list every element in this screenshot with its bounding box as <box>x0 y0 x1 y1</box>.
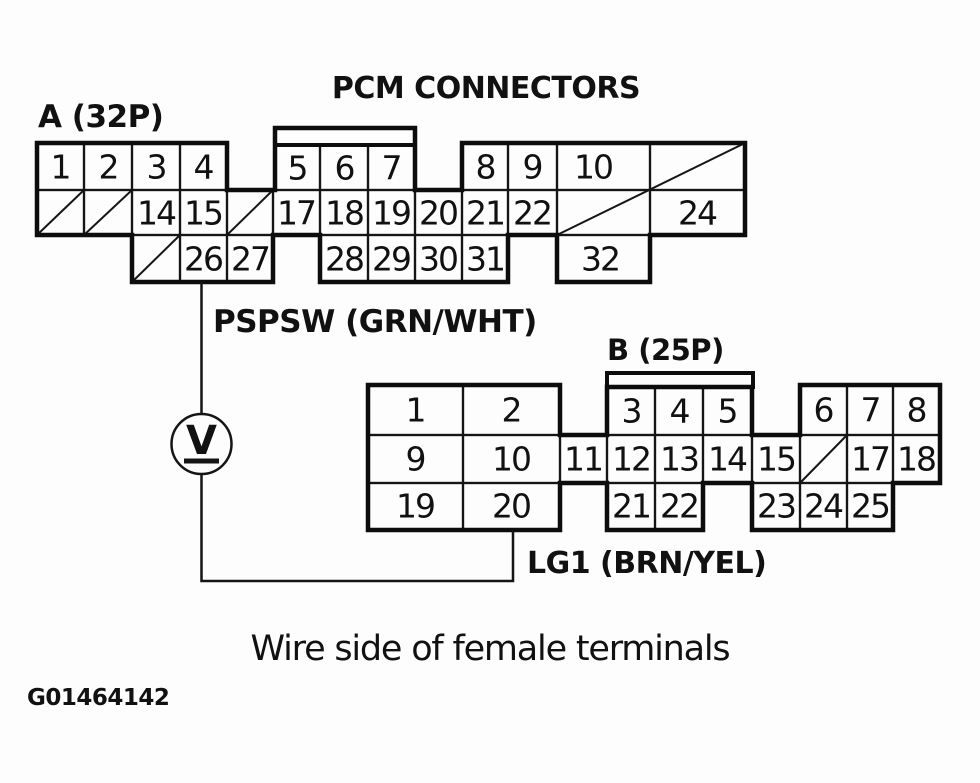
diagram-caption: Wire side of female terminals <box>251 629 730 669</box>
a-pin-20: 20 <box>419 194 457 233</box>
a-pin-3: 3 <box>147 148 166 187</box>
wire-label-pspsw: PSPSW (GRN/WHT) <box>213 304 537 340</box>
wire-meter-to-b20 <box>200 474 515 583</box>
a-pin-24: 24 <box>678 194 717 233</box>
b-pin-13: 13 <box>660 440 698 479</box>
connector-a: 1 2 3 4 5 6 7 8 9 10 14 15 17 18 19 20 2… <box>34 125 748 285</box>
a-pin-8: 8 <box>476 148 495 187</box>
b-blank-slash <box>799 434 848 484</box>
wire-label-lg1: LG1 (BRN/YEL) <box>527 546 766 581</box>
a-pin-30: 30 <box>419 240 457 279</box>
b-pin-7: 7 <box>861 391 880 430</box>
a-pin-19: 19 <box>372 194 410 233</box>
a-pin-29: 29 <box>372 240 410 279</box>
a-pin-7: 7 <box>382 149 401 188</box>
a-pin-6: 6 <box>335 149 354 188</box>
b-pin-20: 20 <box>492 487 530 526</box>
a-pin-32: 32 <box>581 240 619 279</box>
a-blank-slash <box>131 234 181 283</box>
a-blank-slash <box>83 189 133 236</box>
test-circuit: V PSPSW (GRN/WHT) LG1 (BRN/YEL) <box>170 282 767 583</box>
b-pin-6: 6 <box>814 391 833 430</box>
b-pin-23: 23 <box>757 487 795 526</box>
voltmeter-symbol: V <box>170 412 233 476</box>
a-pin-28: 28 <box>325 240 363 279</box>
b-pin-17: 17 <box>851 440 889 479</box>
b-pin-3: 3 <box>622 392 641 431</box>
b-pin-2: 2 <box>502 391 521 430</box>
b-pin-15: 15 <box>757 440 795 479</box>
b-pin-9: 9 <box>406 440 425 479</box>
b-pin-14: 14 <box>708 440 747 479</box>
b-pin-5: 5 <box>718 392 737 431</box>
b-pin-1: 1 <box>406 391 425 430</box>
b-pin-19: 19 <box>396 487 434 526</box>
b-outline <box>365 382 943 533</box>
a-pin-22: 22 <box>513 194 551 233</box>
a-pin-15: 15 <box>184 194 222 233</box>
b-pin-10: 10 <box>492 440 530 479</box>
b-pin-22: 22 <box>660 487 698 526</box>
a-pin-4: 4 <box>194 148 214 187</box>
connector-b-label: B (25P) <box>607 333 724 367</box>
b-pin-18: 18 <box>897 440 935 479</box>
a-pin-26: 26 <box>184 240 222 279</box>
voltmeter-circle <box>170 412 233 476</box>
a-blank-slash <box>226 189 274 236</box>
a-pin-9: 9 <box>523 148 542 187</box>
b-pin-8: 8 <box>907 391 926 430</box>
a-keyway-bar <box>273 126 417 147</box>
b-pin-21: 21 <box>612 487 650 526</box>
b-pin-12: 12 <box>612 440 650 479</box>
a-pin-31: 31 <box>466 240 504 279</box>
a-pin-21: 21 <box>466 194 504 233</box>
b-pin-25: 25 <box>851 487 889 526</box>
a-blank-slash <box>556 142 746 236</box>
connector-b: 1 2 3 4 5 6 7 8 9 10 11 12 13 14 15 17 1… <box>365 371 943 533</box>
a-blank-slash <box>36 189 85 236</box>
b-pin-4: 4 <box>670 392 690 431</box>
b-pin-24: 24 <box>804 487 843 526</box>
voltmeter-letter: V <box>186 418 217 464</box>
a-pin-27: 27 <box>231 240 269 279</box>
a-pin-1: 1 <box>51 148 70 187</box>
connector-a-label: A (32P) <box>38 99 163 135</box>
a-pin-5: 5 <box>288 149 307 188</box>
a-pin-18: 18 <box>325 194 363 233</box>
a-pin-14: 14 <box>137 194 176 233</box>
a-pin-2: 2 <box>99 148 118 187</box>
diagram-title: PCM CONNECTORS <box>332 71 640 106</box>
b-pin-11: 11 <box>564 440 602 479</box>
a-pin-17: 17 <box>277 194 315 233</box>
figure-id: G01464142 <box>27 685 169 711</box>
a-pin-10: 10 <box>574 148 612 187</box>
a-outline <box>34 125 748 285</box>
